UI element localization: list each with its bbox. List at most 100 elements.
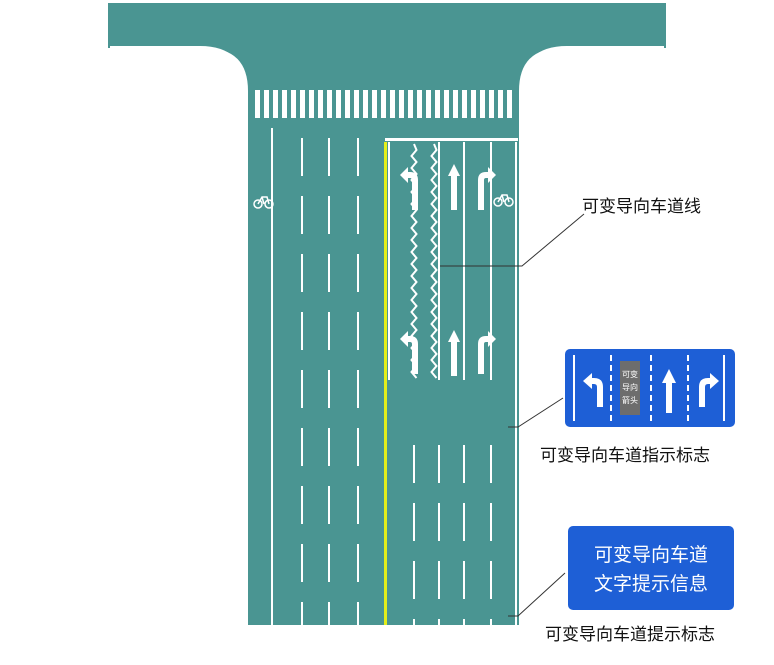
crosswalk [255, 90, 512, 118]
crosswalk-stripe [354, 90, 359, 118]
crosswalk-stripe [462, 90, 467, 118]
sign-lane-divider [687, 355, 689, 361]
callout-label-indicator-sign: 可变导向车道指示标志 [540, 446, 710, 466]
sign-lane-divider [610, 355, 612, 361]
crosswalk-stripe [399, 90, 404, 118]
callout-label-variable-lane-line: 可变导向车道线 [582, 197, 701, 217]
lane-dash [463, 445, 465, 483]
lane-dash [463, 561, 465, 599]
lane-dash [328, 428, 330, 466]
lane-dash [413, 503, 415, 541]
sign-lane-divider [610, 365, 612, 371]
lane-dash [490, 619, 492, 657]
lane-dash [357, 602, 359, 640]
crosswalk-stripe [435, 90, 440, 118]
sign-lane-divider [650, 385, 652, 391]
sign-lane-divider [650, 355, 652, 361]
lane-dash [357, 428, 359, 466]
lane-dash [301, 544, 303, 582]
sign-lane-divider [687, 415, 689, 421]
lane-dashes-inbound [413, 445, 492, 657]
crosswalk-stripe [453, 90, 458, 118]
lane-dash [301, 602, 303, 640]
lane-dash [463, 503, 465, 541]
approach-solid-lines [388, 142, 517, 625]
lane-dash [328, 196, 330, 234]
variable-arrow-panel: 可变 导向 箭头 [620, 361, 640, 415]
lane-dash [357, 312, 359, 350]
crosswalk-stripe [282, 90, 287, 118]
sign-lane-divider [650, 405, 652, 411]
lane-dash [357, 196, 359, 234]
lane-dash [490, 503, 492, 541]
lane-dash [301, 138, 303, 176]
lane-dash [328, 370, 330, 408]
lane-dash [328, 602, 330, 640]
crosswalk-stripe [327, 90, 332, 118]
crosswalk-stripe [426, 90, 431, 118]
curb-edges [110, 46, 664, 625]
lane-dash [328, 544, 330, 582]
crosswalk-stripe [498, 90, 503, 118]
sign-lane-divider [687, 375, 689, 381]
sign-lane-divider [687, 385, 689, 391]
sign-lane-divider [650, 365, 652, 371]
straight-arrow-marking [448, 164, 460, 210]
straight-arrow-marking [448, 330, 460, 376]
lane-dash [357, 254, 359, 292]
crosswalk-stripe [507, 90, 512, 118]
prompt-sign-line2: 文字提示信息 [594, 573, 708, 595]
lane-dash [328, 486, 330, 524]
lane-dash [438, 445, 440, 483]
svg-text:导向: 导向 [622, 382, 638, 392]
variable-lane-indicator-sign: 可变 导向 箭头 [563, 347, 737, 429]
lane-dash [490, 445, 492, 483]
crosswalk-stripe [291, 90, 296, 118]
lane-dash [301, 254, 303, 292]
right-turn-arrow-icon [699, 373, 719, 407]
crosswalk-stripe [363, 90, 368, 118]
callout-prompt-sign: 可变导向车道提示标志 [508, 572, 715, 645]
lane-dash [301, 428, 303, 466]
bicycle-icon [493, 194, 514, 207]
bicycle-icon [253, 196, 274, 209]
lane-dash [357, 486, 359, 524]
callout-variable-lane-line: 可变导向车道线 [440, 197, 701, 267]
crosswalk-stripe [489, 90, 494, 118]
sign-lane-divider [687, 395, 689, 401]
left-turn-arrow-marking [400, 167, 418, 210]
lane-dash [438, 619, 440, 657]
sign-lane-divider [610, 375, 612, 381]
crosswalk-stripe [273, 90, 278, 118]
sign-lane-divider [650, 395, 652, 401]
crosswalk-stripe [255, 90, 260, 118]
lane-dash [438, 561, 440, 599]
lane-dash [301, 486, 303, 524]
left-turn-arrow-marking [400, 331, 418, 374]
prompt-sign-line1: 可变导向车道 [594, 544, 708, 566]
right-turn-arrow-marking [478, 167, 496, 210]
lane-dash [357, 138, 359, 176]
lane-dash [328, 138, 330, 176]
lane-dash [301, 370, 303, 408]
variable-lane-line-right [430, 143, 438, 379]
crosswalk-stripe [417, 90, 422, 118]
lane-dash [328, 312, 330, 350]
lane-dash [490, 561, 492, 599]
callout-label-prompt-sign: 可变导向车道提示标志 [545, 625, 715, 645]
sign-lane-divider [687, 405, 689, 411]
sign-lane-divider [650, 415, 652, 421]
sign-lane-divider [610, 385, 612, 391]
lane-dashes-outbound [301, 138, 359, 640]
sign-lane-divider [610, 395, 612, 401]
svg-text:可变: 可变 [622, 369, 638, 379]
sign-lane-divider [650, 375, 652, 381]
crosswalk-stripe [345, 90, 350, 118]
lane-dash [438, 503, 440, 541]
lane-dash [413, 619, 415, 657]
crosswalk-stripe [264, 90, 269, 118]
variable-lane-prompt-sign: 可变导向车道 文字提示信息 [565, 523, 737, 613]
center-line [384, 142, 387, 625]
crosswalk-stripe [480, 90, 485, 118]
